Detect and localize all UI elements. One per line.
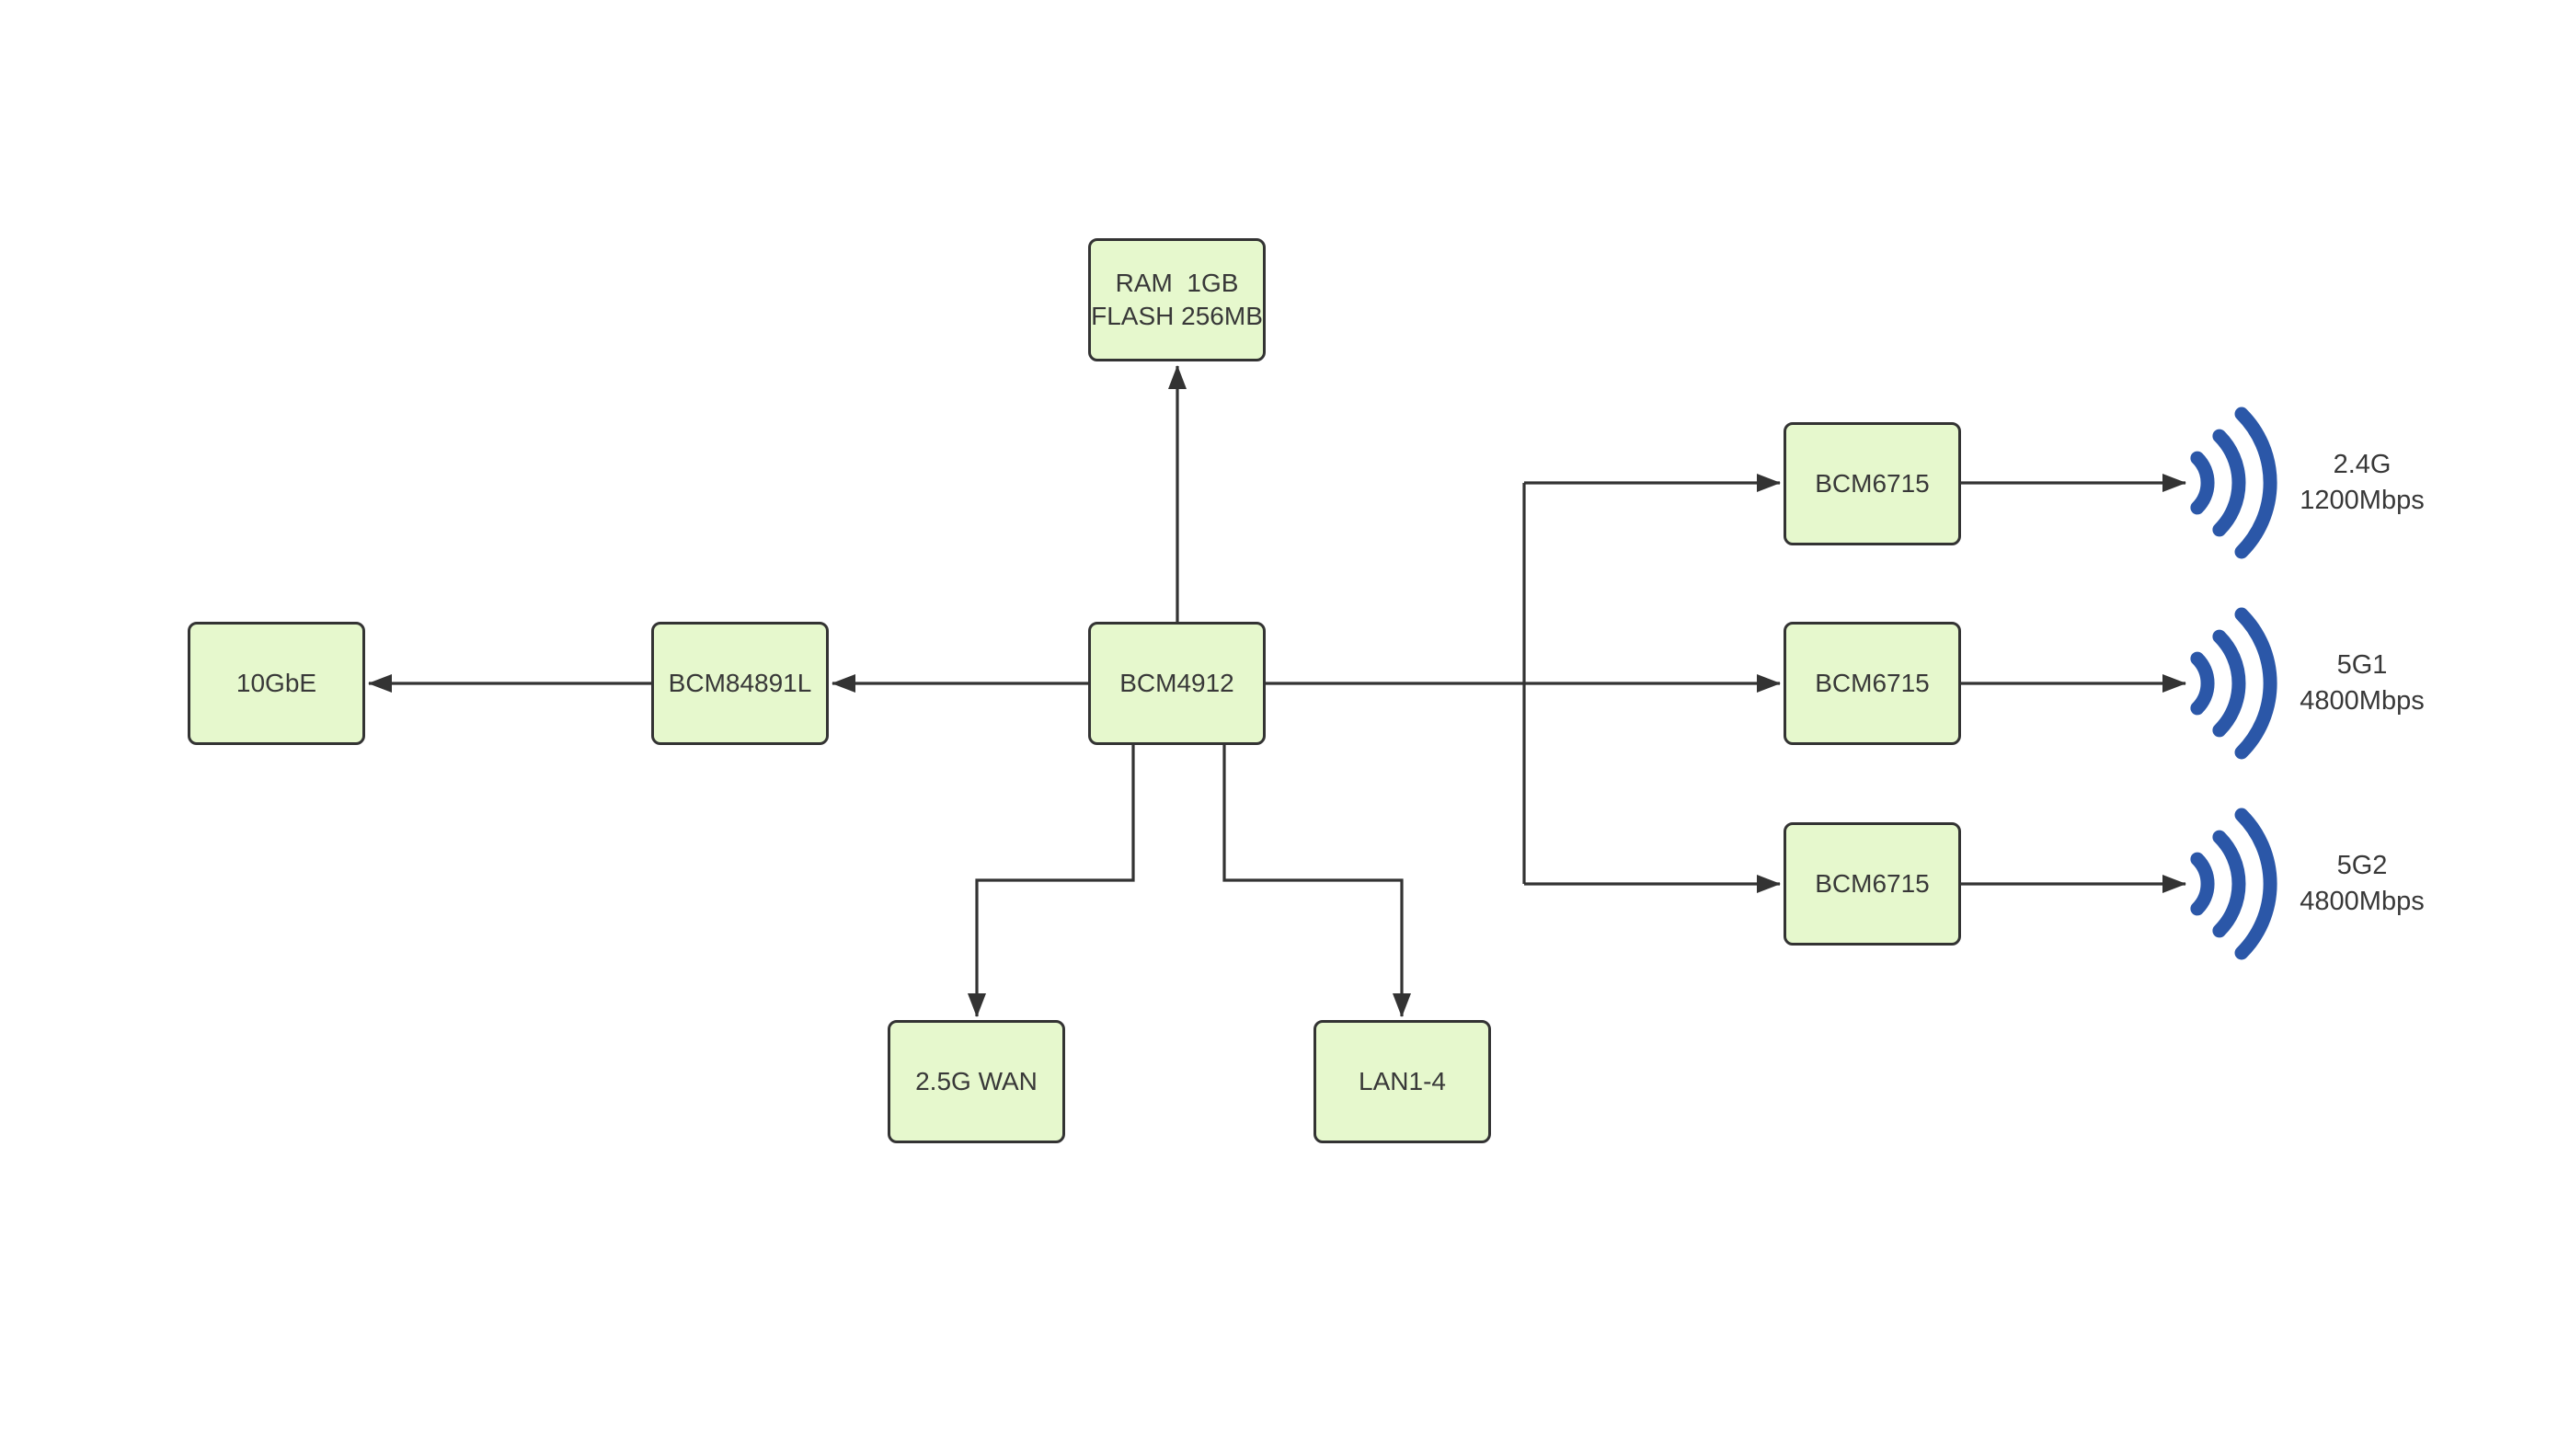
node-2g5-wan: 2.5G WAN (888, 1020, 1065, 1143)
node-bcm4912: BCM4912 (1088, 622, 1266, 745)
node-label: BCM4912 (1119, 669, 1234, 697)
node-label: BCM84891L (668, 669, 812, 697)
wifi-signal-icon (2190, 407, 2277, 559)
wireless-rate: 1200Mbps (2300, 486, 2425, 515)
node-label: 10GbE (235, 669, 317, 697)
wireless-label-2g4: 2.4G 1200Mbps (2252, 444, 2472, 522)
node-ram-flash: RAM 1GB FLASH 256MB (1088, 238, 1266, 361)
wireless-label-5g2: 5G2 4800Mbps (2252, 845, 2472, 923)
node-10gbe: 10GbE (188, 622, 365, 745)
node-label: BCM6715 (1815, 869, 1930, 898)
node-label: 2.5G WAN (915, 1067, 1038, 1095)
wifi-signal-icon (2190, 607, 2277, 760)
wireless-label-5g1: 5G1 4800Mbps (2252, 645, 2472, 722)
wireless-band: 5G2 (2336, 851, 2388, 880)
node-label: LAN1-4 (1359, 1067, 1446, 1095)
node-lan1-4: LAN1-4 (1313, 1020, 1491, 1143)
node-bcm6715-5g1: BCM6715 (1784, 622, 1961, 745)
edge-soc-to-lan (1222, 745, 1411, 1017)
node-label: RAM 1GB (1115, 269, 1239, 297)
wireless-rate: 4800Mbps (2300, 686, 2425, 716)
node-bcm6715-2g4: BCM6715 (1784, 422, 1961, 545)
node-label: FLASH 256MB (1091, 302, 1263, 330)
wireless-rate: 4800Mbps (2300, 887, 2425, 916)
node-label: BCM6715 (1815, 669, 1930, 697)
wifi-signal-icon (2190, 808, 2277, 960)
node-bcm84891l: BCM84891L (651, 622, 829, 745)
edge-soc-to-wan (968, 745, 1135, 1017)
node-label: BCM6715 (1815, 469, 1930, 498)
wireless-band: 5G1 (2336, 650, 2388, 680)
wireless-band: 2.4G (2333, 450, 2392, 479)
node-bcm6715-5g2: BCM6715 (1784, 822, 1961, 946)
